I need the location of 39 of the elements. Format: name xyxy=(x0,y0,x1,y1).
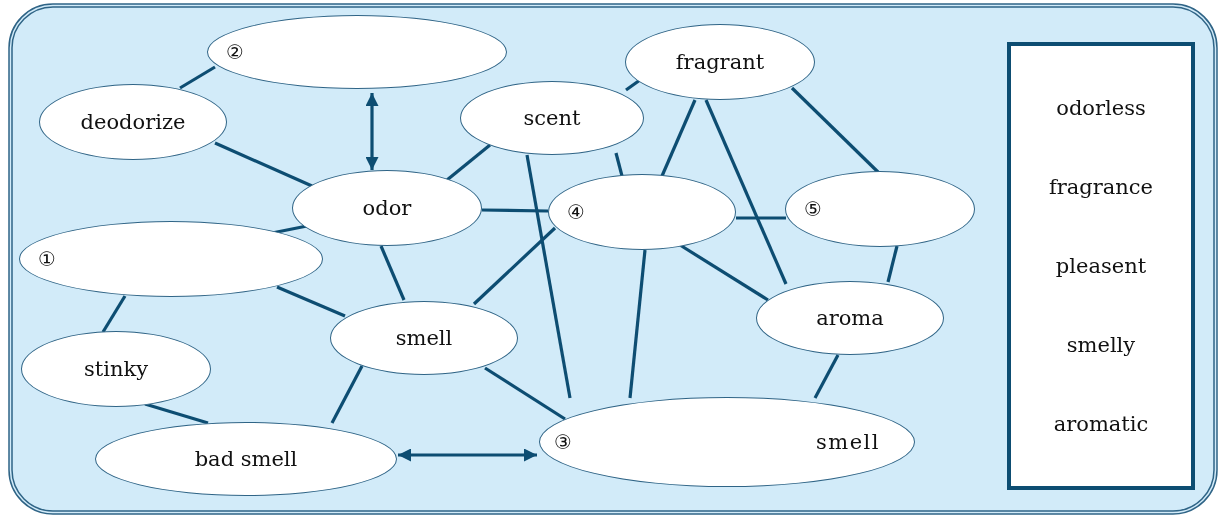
node-label: pleasent xyxy=(1055,253,1147,278)
node-label: bad smell xyxy=(194,447,298,471)
connector-line xyxy=(484,366,566,421)
node-label: smell xyxy=(395,326,453,350)
connector-line xyxy=(481,208,549,213)
node-label: aroma xyxy=(816,306,884,330)
connector-line xyxy=(736,216,786,220)
node-label: stinky xyxy=(83,357,148,381)
connector-line xyxy=(101,295,127,333)
connector-line xyxy=(628,249,647,399)
node-label: aromatic xyxy=(1053,412,1149,437)
node-label: deodorize xyxy=(80,110,186,134)
connector-line xyxy=(379,245,406,301)
connector-line xyxy=(214,141,313,188)
connector-line xyxy=(472,226,557,306)
connector-line xyxy=(330,365,364,424)
node-label: smell xyxy=(815,430,880,454)
word-list-box xyxy=(1007,42,1195,490)
callout-number: ④ xyxy=(567,200,585,224)
connector-line xyxy=(679,243,769,302)
callout-number: ② xyxy=(226,40,244,64)
connector-line xyxy=(276,285,346,318)
connector-line xyxy=(886,245,899,283)
arrow xyxy=(398,448,537,462)
node-label: fragrant xyxy=(675,50,765,74)
callout-number: ① xyxy=(38,247,56,271)
node-label: odorless xyxy=(1056,95,1146,120)
callout-number: ③ xyxy=(554,430,572,454)
node-label: scent xyxy=(523,106,581,130)
arrow xyxy=(365,93,379,170)
connector-line xyxy=(179,65,216,90)
connector-line xyxy=(525,154,572,399)
connector-line xyxy=(813,354,840,399)
connector-line xyxy=(704,99,788,285)
node-label: fragrance xyxy=(1048,174,1153,199)
callout-number: ⑤ xyxy=(804,197,822,221)
node-label: smelly xyxy=(1066,333,1136,358)
connector-line xyxy=(446,143,491,182)
node-label: odor xyxy=(362,196,412,220)
